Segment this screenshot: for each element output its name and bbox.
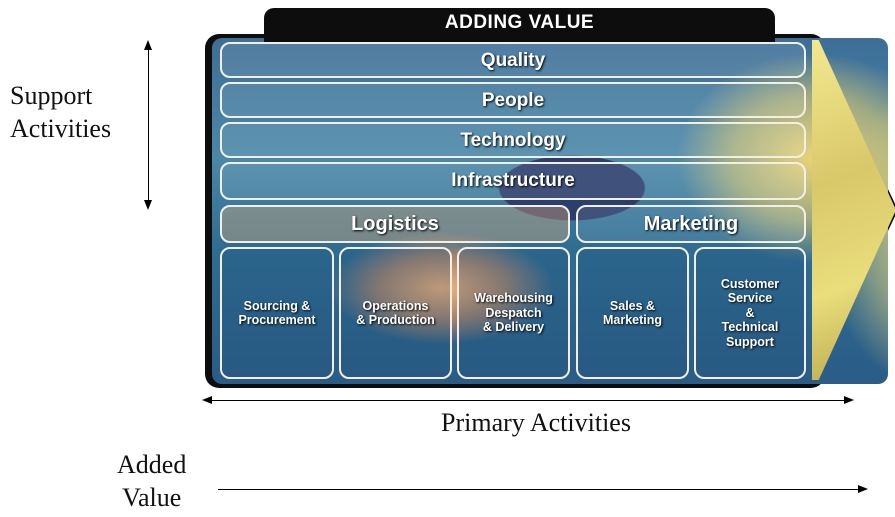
band-people-label: People [481,90,545,111]
cell-customer-service-technical-support: Customer Service & Technical Support [694,247,806,379]
band-technology-label: Technology [460,130,566,151]
support-arrow-line [148,46,149,202]
cell-operations-production-label: Operations & Production [356,298,435,327]
group-logistics-label: Logistics [351,213,439,235]
band-infrastructure-label: Infrastructure [451,170,575,191]
value-chain-background-image [212,38,888,384]
band-technology: Technology [220,122,806,158]
cell-warehousing-despatch-delivery: Warehousing Despatch & Delivery [457,247,570,379]
cell-sourcing-procurement: Sourcing & Procurement [220,247,334,379]
primary-arrow-right-icon [844,396,854,404]
primary-activities-label: Primary Activities [441,408,631,437]
group-marketing: Marketing [576,205,806,243]
support-label-line2: Activities [10,113,112,143]
group-logistics: Logistics [220,205,570,243]
support-arrow-down-icon [144,200,152,210]
cell-operations-production: Operations & Production [339,247,452,379]
band-quality-label: Quality [480,50,546,71]
group-marketing-label: Marketing [643,213,739,235]
band-people: People [220,82,806,118]
band-quality: Quality [220,42,806,78]
cell-warehousing-despatch-delivery-label: Warehousing Despatch & Delivery [474,291,553,335]
added-value-arrow-right-icon [858,485,868,493]
primary-arrow-line [210,400,846,401]
cell-sourcing-procurement-label: Sourcing & Procurement [238,298,316,327]
support-activities-label: Support Activities [10,80,111,145]
cell-sales-marketing-label: Sales & Marketing [602,298,663,327]
band-infrastructure: Infrastructure [220,162,806,200]
added-value-arrow-line [218,489,860,490]
added-label-line1: Added [117,450,187,479]
header-tab [264,8,775,42]
header-title: ADDING VALUE [444,12,595,33]
support-label-line1: Support [10,81,93,110]
support-arrow-up-icon [144,40,152,50]
added-label-line2: Value [122,482,182,512]
cell-sales-marketing: Sales & Marketing [576,247,689,379]
added-value-label: Added Value [117,449,186,514]
primary-arrow-left-icon [202,396,212,404]
cell-customer-service-technical-support-label: Customer Service & Technical Support [720,277,780,349]
